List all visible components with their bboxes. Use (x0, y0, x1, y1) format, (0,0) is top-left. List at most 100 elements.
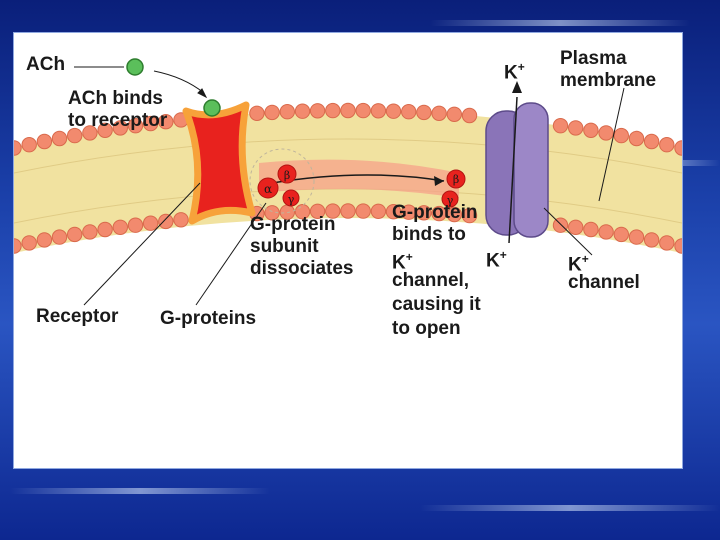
g-protein-subunits-channel: β γ (441, 169, 466, 208)
phospholipid-head (446, 106, 462, 123)
phospholipid-head (355, 102, 371, 119)
phospholipid-head (142, 215, 159, 231)
phospholipid-head (583, 122, 599, 139)
membrane-diagram: α β γ β γ (14, 58, 682, 306)
phospholipid-head (401, 204, 417, 220)
phospholipid-head (643, 133, 660, 150)
g-protein-binds-line5: causing it (392, 294, 481, 315)
phospholipid-head (142, 115, 159, 132)
g-protein-path (259, 159, 459, 198)
phospholipid-head (36, 133, 53, 150)
phospholipid-head (385, 204, 402, 220)
phospholipid-head (340, 102, 356, 119)
phospholipid-head (583, 221, 599, 238)
phospholipid-head (127, 217, 144, 233)
receptor-label: Receptor (36, 306, 119, 327)
phospholipid-head (112, 120, 129, 136)
phospholipid-head (158, 114, 174, 130)
phospholipid-head (127, 118, 144, 134)
svg-text:β: β (284, 169, 290, 182)
phospholipid-head (431, 205, 447, 222)
ach-bound-molecule (203, 99, 221, 117)
g-protein-binds-line6: to open (392, 318, 461, 339)
phospholipid-head (14, 140, 22, 156)
phospholipid-head (340, 203, 356, 219)
phospholipid-head (279, 104, 295, 120)
phospholipid-head (67, 226, 83, 243)
dissociation-outline (249, 148, 315, 214)
phospholipid-head (370, 103, 387, 119)
phospholipid-head (158, 213, 174, 230)
ach-molecule (126, 58, 144, 76)
k-ion-bottom-label: K+ (486, 248, 507, 272)
phospholipid-head (628, 229, 645, 245)
phospholipid-head (461, 107, 478, 124)
phospholipid-head (294, 103, 311, 119)
phospholipid-head (659, 137, 675, 153)
phospholipid-head (97, 122, 113, 139)
g-protein-dissociates-line2: subunit (250, 236, 319, 257)
g-protein-dissociates-line3: dissociates (250, 258, 354, 279)
lipid-tails (14, 138, 682, 224)
g-protein-binds-line3: K+ (392, 250, 413, 274)
phospholipid-head (431, 105, 447, 122)
g-protein-dissociates-line1: G-protein (250, 214, 336, 235)
phospholipid-head (552, 118, 569, 134)
phospholipid-head (613, 226, 629, 243)
k-channel-label-line2: channel (568, 272, 640, 293)
g-proteins-label: G-proteins (160, 308, 257, 329)
phospholipid-head (416, 104, 432, 121)
phospholipid-head (552, 217, 569, 233)
phospholipid-head (628, 130, 645, 147)
g-protein-binds-line4: channel, (392, 270, 470, 291)
phospholipid-head (325, 102, 341, 119)
ach-binds-label-line1: ACh binds (68, 88, 163, 109)
phospholipid-head (370, 203, 387, 220)
phospholipid-head (568, 120, 584, 136)
phospholipid-heads-top (14, 102, 682, 156)
phospholipid-head (355, 203, 371, 219)
k-ion-top-label: K+ (504, 60, 525, 84)
phospholipid-head (401, 104, 417, 120)
phospholipid-head (613, 127, 629, 144)
phospholipid-head (82, 125, 98, 141)
phospholipid-head (173, 212, 189, 228)
phospholipid-head (643, 232, 660, 248)
phospholipid-head (325, 203, 341, 219)
plasma-membrane-label-line2: membrane (560, 70, 657, 91)
phospholipid-head (598, 125, 614, 141)
phospholipid-head (446, 206, 462, 223)
phospholipid-head (14, 238, 22, 254)
k-channel-shape (485, 81, 549, 244)
phospholipid-head (51, 229, 68, 245)
phospholipid-head (97, 221, 113, 238)
phospholipid-head (461, 207, 478, 224)
phospholipid-head (568, 219, 584, 236)
diagram-panel: α β γ β γ ACh ACh binds to receptor K+ P… (14, 33, 682, 468)
svg-text:β: β (453, 173, 459, 186)
leader-lines (74, 66, 625, 306)
phospholipid-head (264, 205, 280, 221)
phospholipid-head (36, 232, 53, 248)
phospholipid-head (112, 219, 129, 236)
phospholipid-head (659, 235, 675, 251)
phospholipid-head (249, 105, 265, 122)
phospholipid-head (385, 103, 402, 119)
phospholipid-head (21, 235, 37, 251)
svg-text:γ: γ (447, 194, 454, 207)
phospholipid-head (21, 137, 37, 153)
ach-binds-label-line2: to receptor (68, 110, 168, 131)
ach-label: ACh (26, 54, 66, 75)
phospholipid-head (416, 205, 432, 221)
phospholipid-head (82, 224, 98, 240)
k-channel-label-line1: K+ (568, 252, 589, 276)
svg-text:α: α (264, 182, 272, 196)
phospholipid-head (598, 224, 614, 240)
g-protein-binds-line2: binds to (392, 224, 466, 245)
phospholipid-head (264, 104, 280, 121)
phospholipid-head (51, 130, 68, 147)
svg-text:γ: γ (288, 193, 295, 206)
phospholipid-heads-bottom (14, 203, 682, 254)
g-protein-subunits-left: α β γ (257, 164, 300, 207)
phospholipid-head (309, 103, 326, 119)
